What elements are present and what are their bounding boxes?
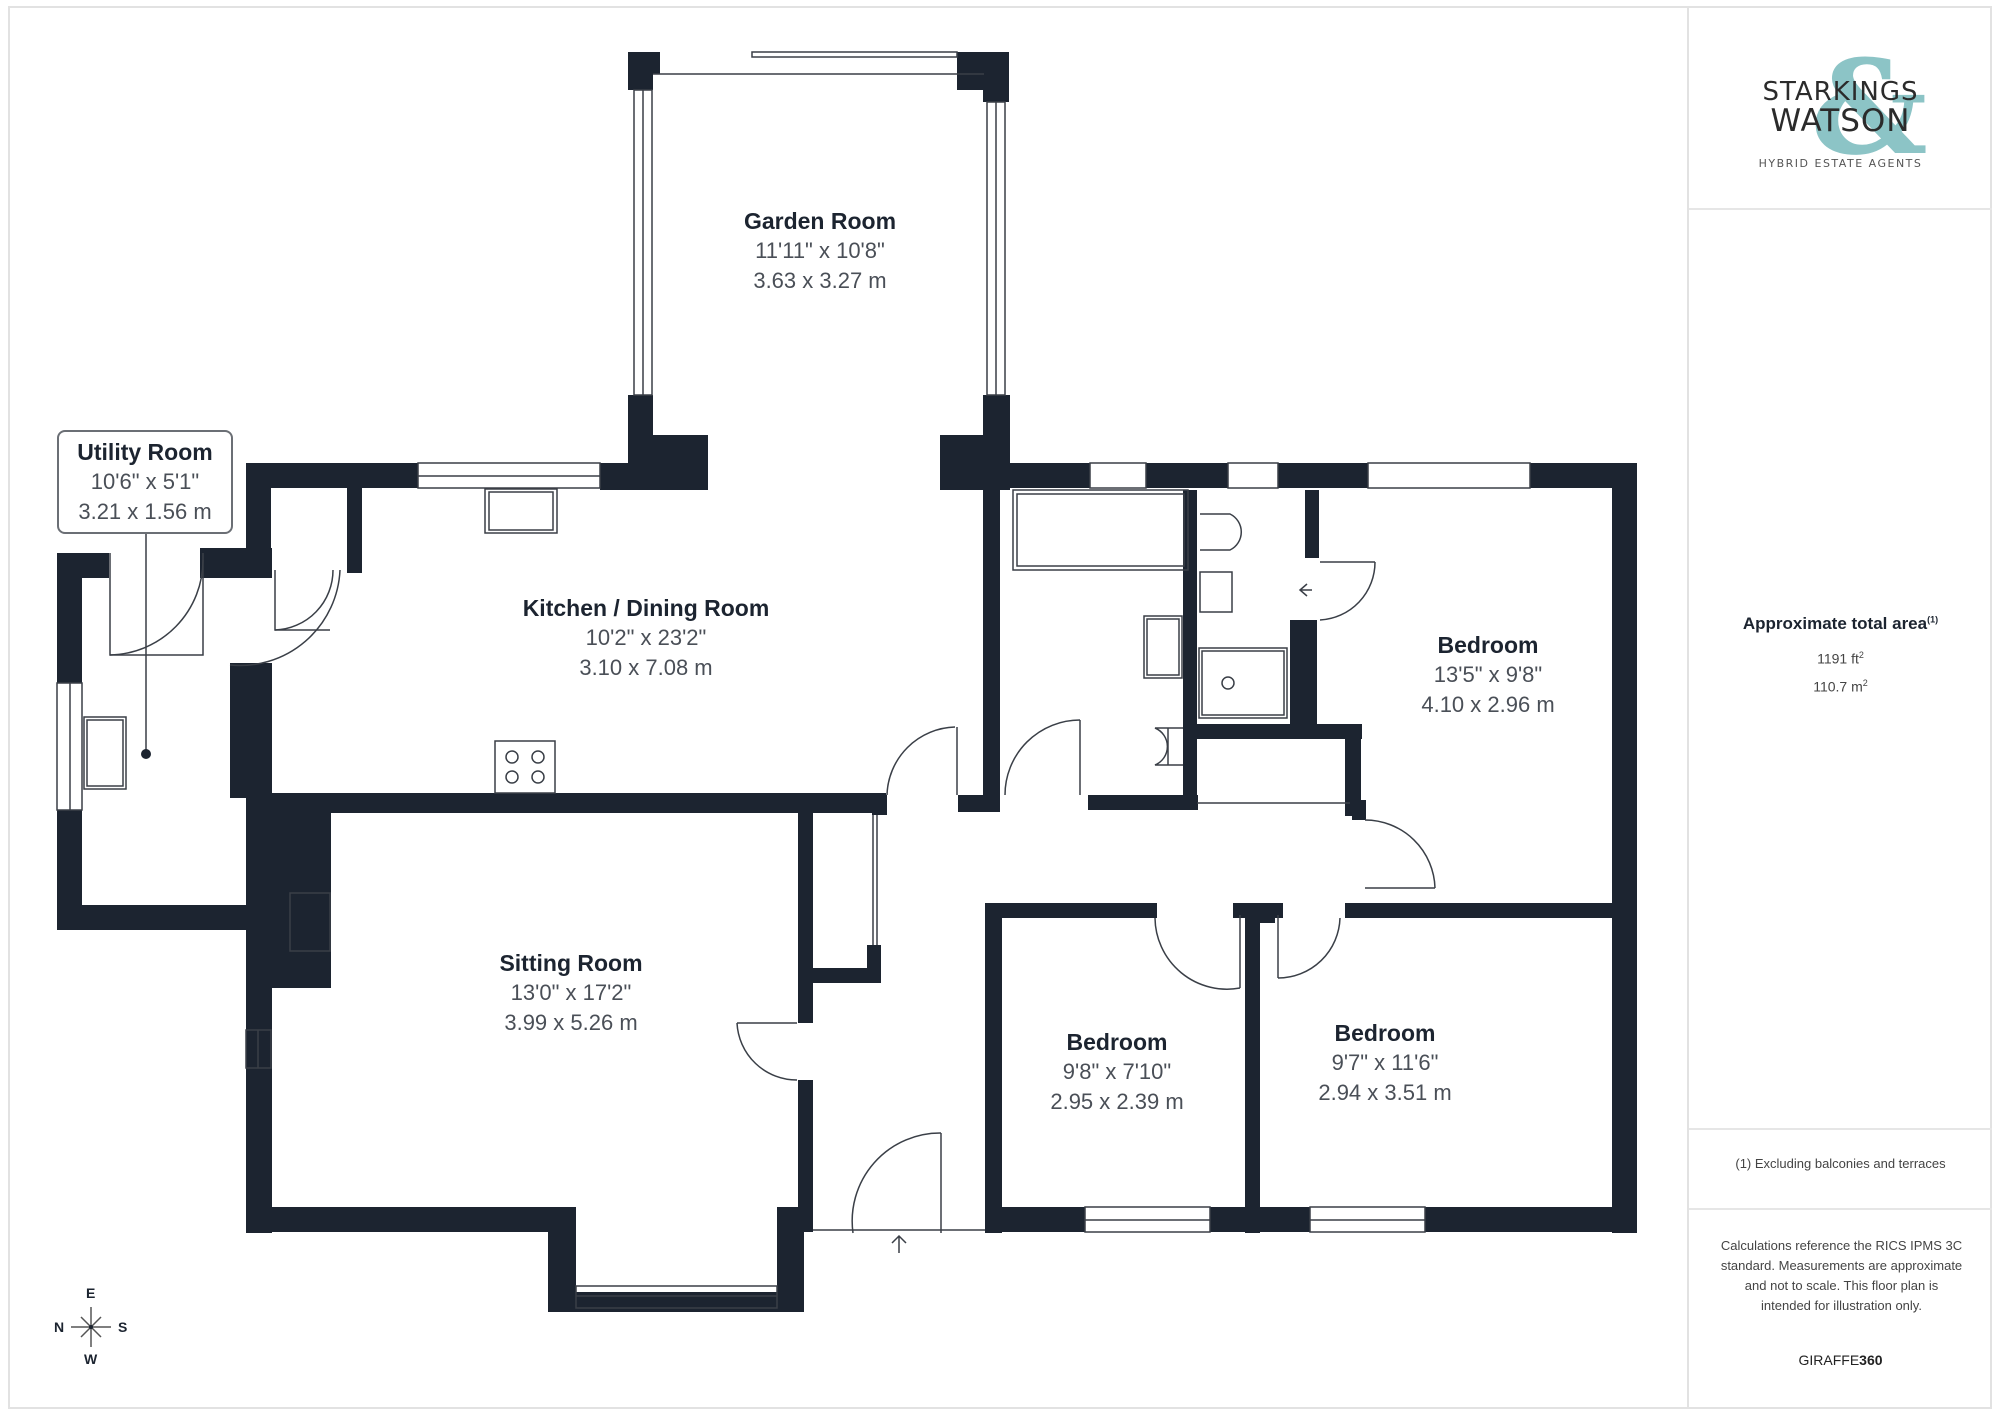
room-name: Bedroom bbox=[1437, 632, 1539, 658]
area-imperial-sup: 2 bbox=[1858, 650, 1864, 660]
area-title-note: (1) bbox=[1927, 614, 1939, 625]
footnote-section: (1) Excluding balconies and terraces bbox=[1689, 1130, 1992, 1210]
provider-suffix: 360 bbox=[1859, 1352, 1883, 1368]
area-metric-sup: 2 bbox=[1862, 678, 1868, 688]
room-name: Garden Room bbox=[743, 208, 897, 234]
compass-east: E bbox=[86, 1285, 96, 1301]
area-metric: 110.7 m2 bbox=[1689, 678, 1992, 695]
provider-prefix: GIRAFFE bbox=[1798, 1352, 1860, 1368]
utility-leader-dot bbox=[141, 749, 151, 759]
disclaimer-section: Calculations reference the RICS IPMS 3C … bbox=[1689, 1210, 1992, 1409]
room-name: Bedroom bbox=[1066, 1029, 1168, 1055]
brand-logo: & STARKINGS WATSON HYBRID ESTATE AGENTS bbox=[1751, 43, 1931, 173]
logo-line-1: STARKINGS bbox=[1762, 77, 1919, 107]
room-utility-room: Utility Room 10'6" x 5'1" 3.21 x 1.56 m bbox=[57, 430, 233, 534]
room-dim-imperial: 13'0" x 17'2" bbox=[510, 980, 632, 1005]
page-frame bbox=[8, 6, 1992, 1409]
area-section: Approximate total area(1) 1191 ft2 110.7… bbox=[1689, 210, 1992, 1130]
room-sitting-room: Sitting Room 13'0" x 17'2" 3.99 x 5.26 m bbox=[499, 948, 642, 1038]
compass-west: W bbox=[84, 1351, 98, 1367]
room-dim-metric: 2.94 x 3.51 m bbox=[1318, 1080, 1452, 1105]
room-dim-metric: 4.10 x 2.96 m bbox=[1421, 692, 1555, 717]
room-name: Kitchen / Dining Room bbox=[522, 595, 770, 621]
area-imperial: 1191 ft2 bbox=[1689, 650, 1992, 667]
logo-tagline: HYBRID ESTATE AGENTS bbox=[1758, 157, 1923, 170]
room-dim-imperial: 11'11" x 10'8" bbox=[755, 238, 885, 263]
room-dim-imperial: 10'2" x 23'2" bbox=[585, 625, 707, 650]
area-imperial-value: 1191 ft bbox=[1817, 650, 1859, 667]
room-dim-imperial: 13'5" x 9'8" bbox=[1433, 662, 1543, 687]
compass-icon bbox=[71, 1307, 111, 1347]
room-name: Bedroom bbox=[1334, 1020, 1436, 1046]
room-dim-metric: 3.99 x 5.26 m bbox=[504, 1010, 638, 1035]
room-bedroom-1: Bedroom 13'5" x 9'8" 4.10 x 2.96 m bbox=[1421, 630, 1554, 720]
area-title-text: Approximate total area bbox=[1742, 614, 1928, 633]
room-kitchen-dining: Kitchen / Dining Room 10'2" x 23'2" 3.10… bbox=[523, 593, 770, 683]
room-garden-room: Garden Room 11'11" x 10'8" 3.63 x 3.27 m bbox=[744, 206, 896, 296]
compass-north: N bbox=[54, 1319, 65, 1335]
provider-brand: GIRAFFE360 bbox=[1689, 1352, 1992, 1368]
footnote: (1) Excluding balconies and terraces bbox=[1735, 1156, 1946, 1171]
room-name: Sitting Room bbox=[499, 950, 643, 976]
walls bbox=[57, 52, 1637, 1312]
area-title: Approximate total area(1) bbox=[1689, 614, 1992, 634]
room-bedroom-2: Bedroom 9'8" x 7'10" 2.95 x 2.39 m bbox=[1050, 1027, 1183, 1117]
logo-line-2: WATSON bbox=[1770, 103, 1911, 139]
room-dim-metric: 3.10 x 7.08 m bbox=[579, 655, 713, 680]
room-dim-imperial: 9'7" x 11'6" bbox=[1331, 1050, 1439, 1075]
compass-south: S bbox=[118, 1319, 128, 1335]
area-metric-value: 110.7 m bbox=[1813, 678, 1863, 695]
room-dim-metric: 3.21 x 1.56 m bbox=[78, 499, 212, 524]
room-bedroom-3: Bedroom 9'7" x 11'6" 2.94 x 3.51 m bbox=[1318, 1018, 1451, 1108]
fixtures-and-windows bbox=[56, 51, 1531, 1309]
compass: E N S W bbox=[50, 1285, 130, 1367]
room-dim-imperial: 9'8" x 7'10" bbox=[1062, 1059, 1172, 1084]
disclaimer: Calculations reference the RICS IPMS 3C … bbox=[1720, 1238, 1963, 1313]
info-sidebar: & STARKINGS WATSON HYBRID ESTATE AGENTS … bbox=[1687, 6, 1992, 1409]
logo-ampersand: & bbox=[1810, 31, 1928, 184]
room-dim-metric: 3.63 x 3.27 m bbox=[753, 268, 887, 293]
room-dim-imperial: 10'6" x 5'1" bbox=[90, 469, 200, 494]
room-dim-metric: 2.95 x 2.39 m bbox=[1050, 1089, 1184, 1114]
room-name: Utility Room bbox=[77, 439, 213, 465]
logo-section: & STARKINGS WATSON HYBRID ESTATE AGENTS bbox=[1689, 6, 1992, 210]
